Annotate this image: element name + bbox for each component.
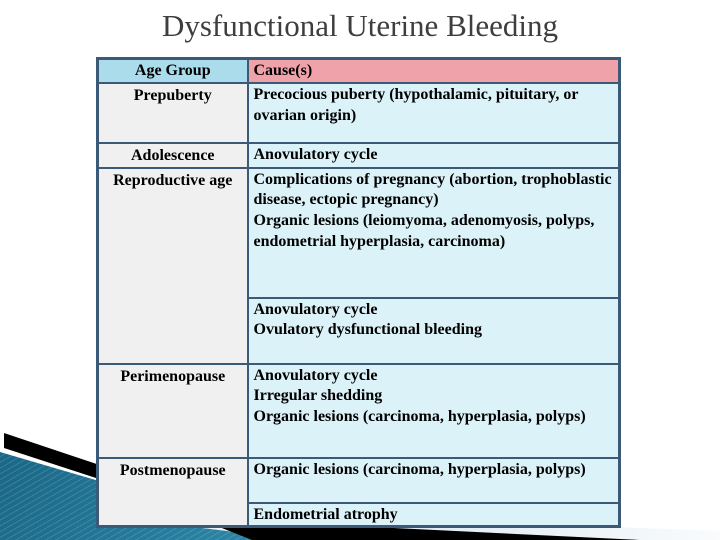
age-group-cell: Adolescence bbox=[96, 141, 249, 169]
age-group-cell: Perimenopause bbox=[96, 362, 249, 459]
causes-cell: Complications of pregnancy (abortion, tr… bbox=[246, 166, 621, 299]
age-group-column-header: Age Group bbox=[96, 57, 249, 84]
age-group-cell: Reproductive age bbox=[96, 166, 249, 365]
slide-title: Dysfunctional Uterine Bleeding bbox=[161, 8, 558, 43]
causes-cell: Anovulatory cycle bbox=[246, 141, 621, 169]
table-row: Perimenopause Anovulatory cycle Irregula… bbox=[96, 362, 621, 459]
age-group-cell: Prepuberty bbox=[96, 81, 249, 144]
table-row: Reproductive age Complications of pregna… bbox=[96, 166, 621, 365]
causes-cell: Precocious puberty (hypothalamic, pituit… bbox=[246, 81, 621, 144]
table-header-row: Age Group Cause(s) bbox=[96, 57, 621, 84]
causes-cell: Endometrial atrophy bbox=[246, 501, 621, 528]
causes-cell: Anovulatory cycle Irregular shedding Org… bbox=[246, 362, 621, 459]
causes-cell: Organic lesions (carcinoma, hyperplasia,… bbox=[246, 456, 621, 504]
causes-column-header: Cause(s) bbox=[246, 57, 621, 84]
table-row: Prepuberty Precocious puberty (hypothala… bbox=[96, 81, 621, 144]
causes-table: Age Group Cause(s) Prepuberty Precocious… bbox=[96, 57, 621, 529]
table-row: Anovulatory cycle Ovulatory dysfunctiona… bbox=[98, 296, 621, 365]
table-row: Postmenopause Organic lesions (carcinoma… bbox=[96, 456, 621, 528]
table-row: Adolescence Anovulatory cycle bbox=[96, 141, 621, 169]
causes-cell: Anovulatory cycle Ovulatory dysfunctiona… bbox=[246, 296, 621, 365]
age-group-cell: Postmenopause bbox=[96, 456, 249, 528]
